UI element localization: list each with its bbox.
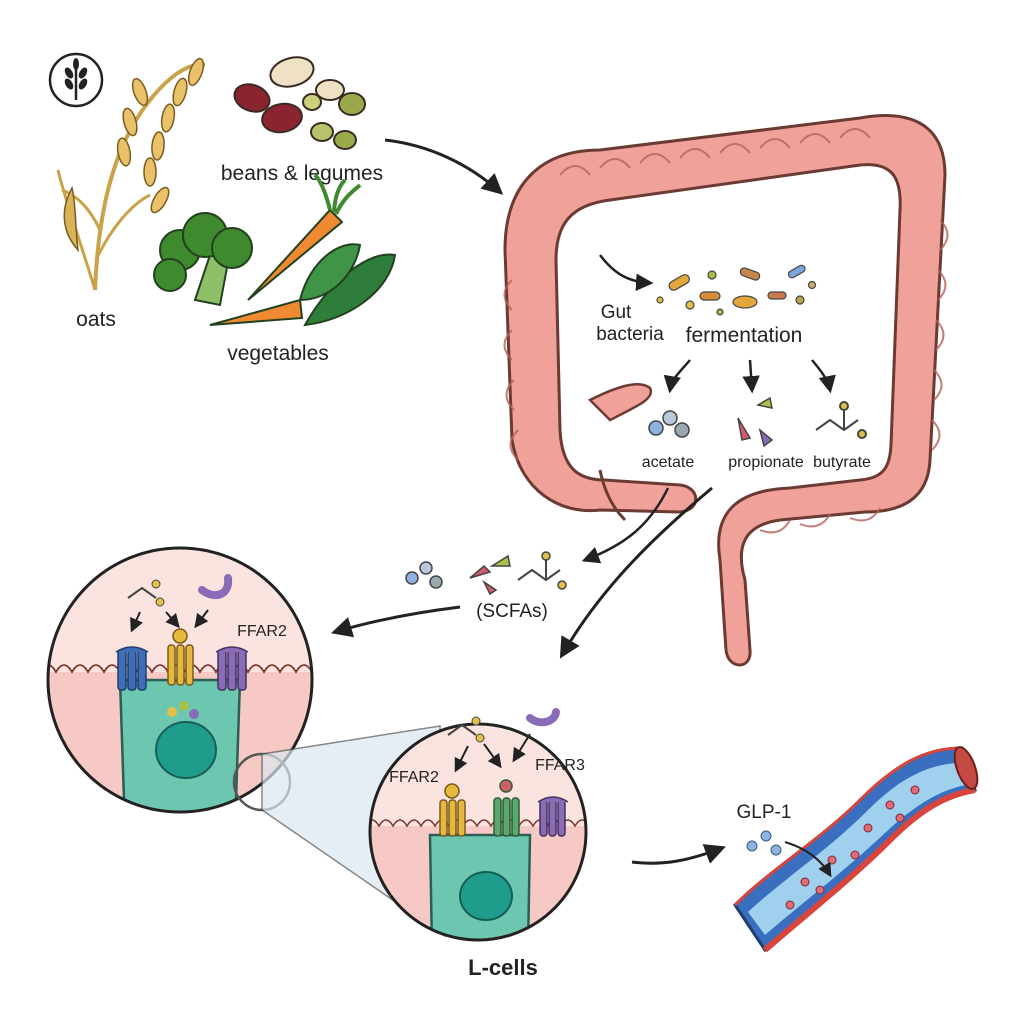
glp1-particles-in-vessel	[785, 785, 920, 910]
left-receptor-yellow	[167, 628, 194, 686]
right-ffar3-label: FFAR3	[535, 757, 585, 774]
colon-illustration	[503, 114, 949, 667]
arrow-colon-to-lcells	[559, 486, 713, 659]
right-receptor-green	[493, 779, 520, 837]
gut-bacteria-cluster	[656, 264, 817, 316]
acetate-molecule	[648, 410, 690, 438]
right-receptor-purple	[537, 796, 569, 837]
scfa-label: (SCFAs)	[476, 601, 548, 622]
fermentation-label: fermentation	[686, 324, 803, 347]
right-receptor-yellow	[439, 783, 466, 837]
beans-label: beans & legumes	[221, 162, 383, 185]
gut-bacteria-label-line1: Gut	[601, 302, 632, 323]
oats-label: oats	[76, 308, 116, 331]
arrow-into-fermentation	[599, 254, 654, 292]
food-group: oats beans & legumes	[48, 52, 397, 365]
glp1-label: GLP-1	[737, 802, 792, 823]
arrow-scfa-to-left-zoom	[330, 605, 461, 638]
propionate-molecule	[737, 396, 774, 448]
arrow-food-to-colon	[384, 138, 504, 195]
vegetables-label: vegetables	[227, 342, 329, 365]
oats-illustration	[56, 57, 206, 291]
product-arrows	[663, 359, 836, 394]
left-receptor-blue	[115, 646, 149, 691]
propionate-label: propionate	[728, 454, 804, 471]
glp1-particles	[746, 830, 782, 856]
gut-bacteria-label-line2: bacteria	[596, 324, 664, 345]
arrow-lcells-to-vessel	[631, 844, 726, 865]
beans-illustration	[233, 56, 366, 150]
arrow-colon-to-scfa	[581, 487, 670, 564]
vegetables-illustration	[153, 173, 397, 327]
butyrate-label: butyrate	[813, 454, 871, 471]
butyrate-molecule	[815, 401, 867, 439]
l-cells-label: L-cells	[468, 955, 538, 980]
wheat-icon	[48, 52, 104, 108]
right-ffar2-label: FFAR2	[389, 769, 439, 786]
left-receptor-purple	[215, 646, 249, 691]
scfa-molecules	[405, 551, 567, 596]
arrow-glp1-to-vessel	[784, 841, 832, 878]
acetate-label: acetate	[642, 454, 695, 471]
blood-vessel	[733, 746, 979, 953]
left-ffar2-label: FFAR2	[237, 623, 287, 640]
